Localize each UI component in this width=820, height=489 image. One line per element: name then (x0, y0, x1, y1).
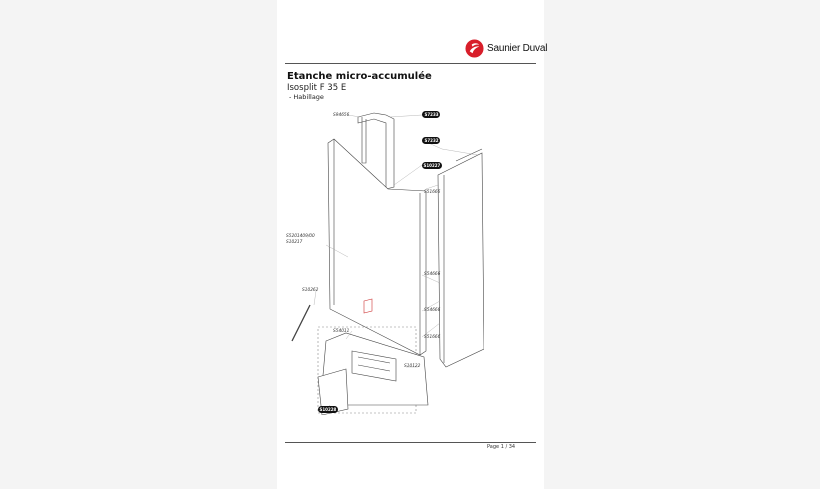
part-label: S54011 (333, 328, 350, 334)
rod-part (291, 304, 311, 342)
exploded-parts-drawing: S94656 S7233 S7232 S10227 S51666 S520140… (286, 105, 485, 416)
header-rule (285, 63, 536, 64)
brand-name: Saunier Duval (487, 43, 548, 54)
part-tag-text: S10227 (424, 163, 441, 168)
part-label: S5201409/00 (286, 233, 315, 239)
part-tag-text: S7232 (425, 138, 439, 143)
part-label: S10262 (302, 287, 319, 293)
center-bracket (363, 298, 373, 314)
part-tag (422, 162, 442, 169)
exploded-view-svg: S94656 S7233 S7232 S10227 S51666 S520140… (286, 111, 485, 416)
page-number: Page 1 / 34 (487, 444, 516, 450)
control-zone-dashed (317, 326, 417, 414)
control-buttons (357, 356, 391, 372)
part-tag-text: S10228 (320, 407, 337, 412)
front-flap-part (317, 368, 349, 416)
leader-lines (313, 114, 479, 412)
part-tag-text: S7233 (425, 112, 439, 117)
right-side-panel (437, 152, 485, 368)
part-label: S10122 (404, 363, 421, 369)
part-label: S10217 (286, 239, 303, 245)
part-tag (318, 406, 338, 413)
back-frame-edge (361, 117, 367, 164)
part-label: S54666 (424, 307, 441, 313)
part-label: S94656 (333, 112, 350, 118)
saunier-duval-flame-icon (465, 39, 484, 58)
front-casing-panel (327, 138, 427, 356)
control-display (351, 350, 397, 382)
brand-logo: Saunier Duval (465, 39, 547, 58)
section-label: - Habillage (289, 93, 324, 101)
part-tag (422, 111, 440, 118)
side-panel-top (455, 148, 483, 162)
footer-rule (285, 442, 536, 443)
document-subtitle: Isosplit F 35 E (287, 83, 347, 93)
part-label: S51666 (424, 334, 441, 340)
part-label: S51666 (424, 189, 441, 195)
part-tag (422, 137, 440, 144)
document-title: Etanche micro-accumulée (287, 71, 432, 82)
part-label: S54666 (424, 271, 441, 277)
